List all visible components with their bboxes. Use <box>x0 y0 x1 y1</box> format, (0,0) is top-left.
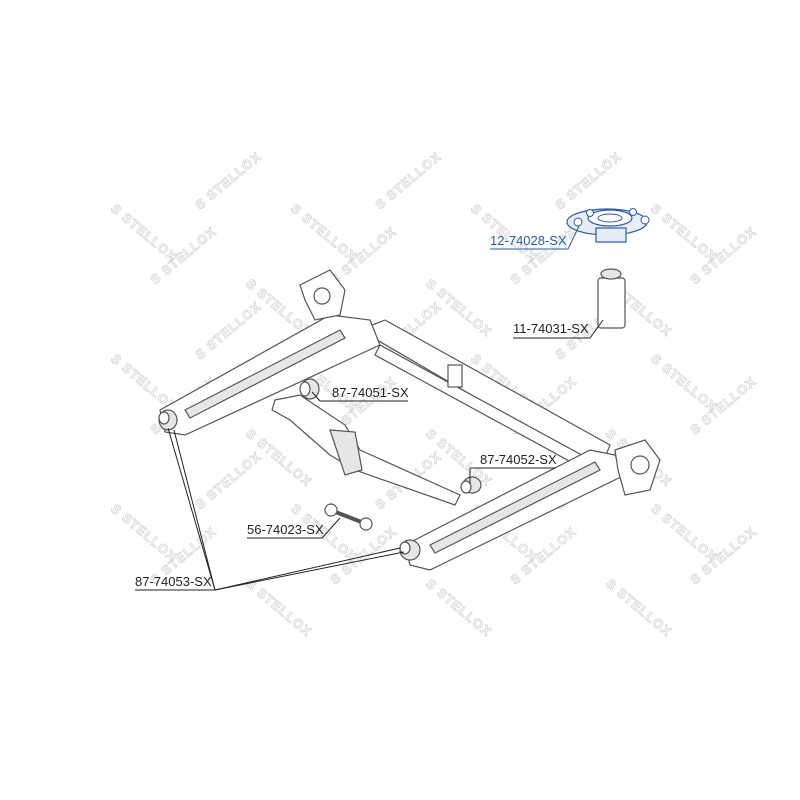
watermark-logo: S STELLOX <box>552 149 624 213</box>
bushings <box>158 378 482 561</box>
bump-stop-part <box>597 268 626 329</box>
watermark-logo: S STELLOX <box>243 576 315 640</box>
label-link[interactable]: 56-74023-SX <box>247 522 324 537</box>
watermark-logo: S STELLOX <box>687 374 759 438</box>
watermark-logo: S STELLOX <box>192 449 264 513</box>
label-bushing-lower[interactable]: 87-74052-SX <box>480 452 557 467</box>
label-bushing-upper[interactable]: 87-74051-SX <box>332 385 409 400</box>
watermark-logo: S STELLOX <box>108 201 180 265</box>
label-top-mount[interactable]: 12-74028-SX <box>490 233 567 248</box>
watermark-logo: S STELLOX <box>108 501 180 565</box>
label-trailing-arm-bushing[interactable]: 87-74053-SX <box>135 574 212 589</box>
label-bump-stop[interactable]: 11-74031-SX <box>513 321 589 336</box>
watermark-logo: S STELLOX <box>687 524 759 588</box>
watermark-logo: S STELLOX <box>603 576 675 640</box>
watermark-logo: S STELLOX <box>507 524 579 588</box>
watermark-logo: S STELLOX <box>648 501 720 565</box>
watermark-logo: S STELLOX <box>288 201 360 265</box>
watermark-logo: S STELLOX <box>327 224 399 288</box>
watermark-logo: S STELLOX <box>648 201 720 265</box>
watermark-logo: S STELLOX <box>423 576 495 640</box>
top-mount-part <box>566 208 650 243</box>
watermark-logo: S STELLOX <box>372 149 444 213</box>
rear-axle-beam <box>159 269 661 571</box>
watermark-logo: S STELLOX <box>147 224 219 288</box>
watermark-logo: S STELLOX <box>192 149 264 213</box>
watermark-logo: S STELLOX <box>648 351 720 415</box>
watermark-logo: S STELLOX <box>687 224 759 288</box>
watermark-logo: S STELLOX <box>192 299 264 363</box>
